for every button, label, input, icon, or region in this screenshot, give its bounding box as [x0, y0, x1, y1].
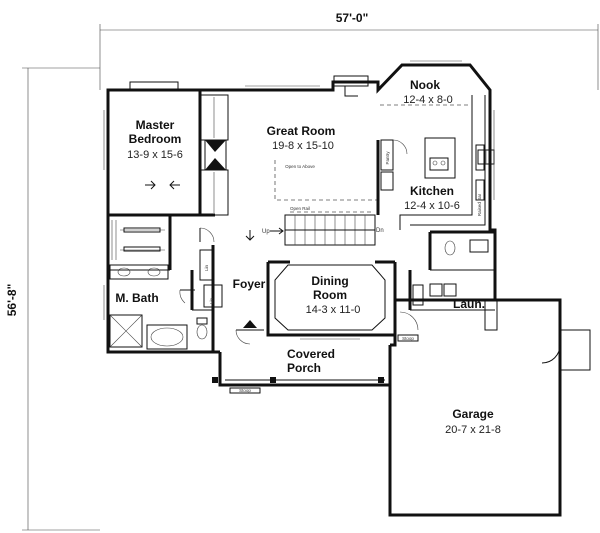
stair-down-label: Dn [376, 228, 384, 234]
linen-closet-foyer-label: Lin [204, 265, 209, 272]
dining-room-size: 14-3 x 11-0 [306, 304, 361, 316]
exterior-walls [106, 63, 591, 517]
dining-room-title-1: Dining [311, 274, 348, 288]
windows [103, 60, 495, 340]
raised-bar-label: Raised Bar [477, 193, 482, 216]
pantry-label: Pantry [385, 151, 390, 165]
linen-closet-bath-label: Lin [209, 298, 214, 305]
great-room-title: Great Room [267, 124, 336, 138]
great-room-size: 19-8 x 15-10 [272, 140, 334, 152]
nook-size: 12-4 x 8-0 [403, 94, 453, 106]
master-bedroom-title-2: Bedroom [129, 132, 182, 146]
bedroom-arrows [145, 180, 180, 190]
garage-size: 20-7 x 21-8 [445, 424, 501, 436]
overall-dimensions: 57'-0" 56'-8" [5, 11, 599, 531]
covered-porch-outline: Stoop [212, 345, 392, 394]
width-dimension: 57'-0" [336, 11, 369, 25]
foyer-title: Foyer [233, 277, 266, 291]
kitchen-size: 12-4 x 10-6 [404, 200, 460, 212]
covered-porch-title-2: Porch [287, 361, 321, 375]
master-bedroom-title-1: Master [136, 118, 175, 132]
master-bedroom-size: 13-9 x 15-6 [127, 149, 183, 161]
open-rail-label: Open Rail [290, 206, 310, 211]
garage-title: Garage [452, 407, 494, 421]
room-labels: Master Bedroom 13-9 x 15-6 Great Room 19… [115, 78, 501, 436]
master-bath-title: M. Bath [115, 291, 158, 305]
laundry-title: Laun. [453, 297, 485, 311]
nook-title: Nook [410, 78, 440, 92]
stair-up-label: Up [262, 229, 270, 235]
stoop-label: Stoop [239, 388, 251, 393]
kitchen-title: Kitchen [410, 184, 454, 198]
depth-dimension: 56'-8" [5, 284, 19, 317]
interior-walls: Lin Lin Open Rail Up Dn Open to Above [108, 90, 498, 352]
dining-room-title-2: Room [313, 288, 347, 302]
open-to-above-label: Open to Above [285, 164, 315, 169]
garage-stoop-label: Stoop [402, 336, 414, 341]
covered-porch-title-1: Covered [287, 347, 335, 361]
